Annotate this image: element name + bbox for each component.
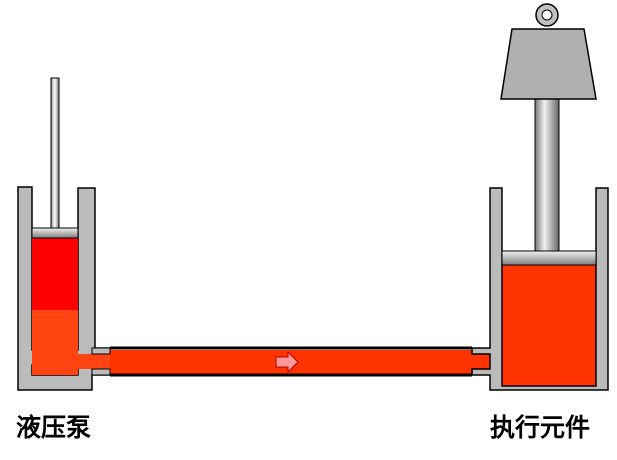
pump-fluid-pressurized: [32, 238, 78, 310]
pipe-flange-left-bottom: [91, 368, 111, 376]
pump-piston: [31, 227, 79, 239]
pipe: [91, 346, 491, 377]
pump-label: 液压泵: [16, 413, 92, 442]
right-arrow-icon: [275, 350, 299, 374]
load-weight: [500, 28, 597, 100]
actuator-cylinder: [471, 3, 609, 391]
actuator-fluid: [502, 264, 596, 386]
pump-cylinder: [17, 77, 111, 391]
pump-fluid-lower: [32, 310, 78, 375]
pump-outlet-fluid: [78, 354, 110, 369]
actuator-label: 执行元件: [490, 413, 591, 442]
load-weight-ring-hole: [541, 9, 553, 21]
actuator-cylinder-wall: [471, 187, 609, 391]
actuator-rod: [534, 98, 560, 252]
pump-rod: [50, 77, 60, 229]
actuator-piston: [501, 250, 597, 266]
pipe-flange-left-top: [91, 347, 111, 355]
